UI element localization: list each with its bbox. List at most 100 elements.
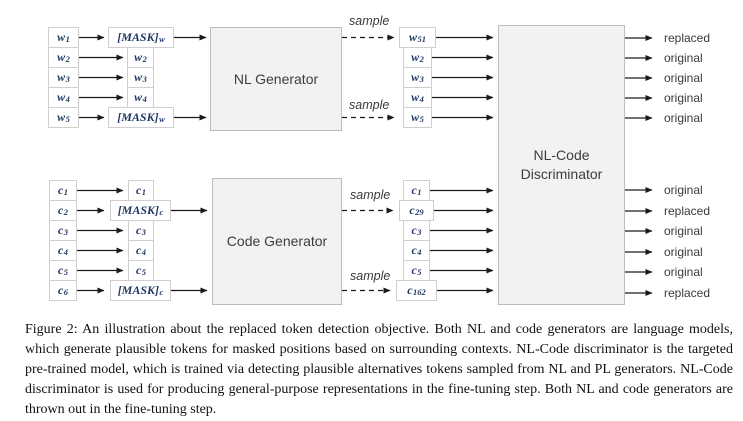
discriminator-label-line2: Discriminator <box>520 166 603 182</box>
nl-output-label: original <box>664 71 703 85</box>
token-base: c <box>57 203 64 217</box>
sample-label: sample <box>349 98 390 112</box>
token-sub: c <box>159 207 164 218</box>
token-sub: 5 <box>417 267 422 278</box>
token-sub: 2 <box>63 207 69 218</box>
token-base: [MASK] <box>117 203 160 217</box>
code-output-label: replaced <box>664 286 711 300</box>
code-mask-token: [MASK]c <box>110 280 171 301</box>
token-sub: 4 <box>419 94 424 105</box>
token-base: c <box>407 283 413 297</box>
token-sub: 29 <box>415 207 424 218</box>
code-input-arrows <box>77 187 208 294</box>
token-base: [MASK] <box>117 30 159 44</box>
token-base: w <box>411 90 420 104</box>
token-sub: w <box>159 34 165 45</box>
token-base: w <box>134 50 143 64</box>
token-base: c <box>57 263 64 277</box>
token-base: [MASK] <box>117 283 160 297</box>
token-sub: 4 <box>142 94 147 105</box>
discriminator-label-line1: NL-Code <box>533 147 590 163</box>
token-base: w <box>411 50 420 64</box>
code-output-label: original <box>664 224 703 238</box>
token-base: c <box>57 183 64 197</box>
nl-output-label: original <box>664 91 703 105</box>
token-sub: w <box>159 114 165 125</box>
token-sub: 3 <box>63 227 69 238</box>
code-generator-label: Code Generator <box>226 233 328 249</box>
token-sub: 3 <box>65 74 70 85</box>
token-base: w <box>411 70 420 84</box>
token-base: w <box>57 70 66 84</box>
token-sub: 5 <box>63 267 69 278</box>
token-sub: 5 <box>141 267 147 278</box>
nl-mask-token: [MASK]w <box>108 107 174 128</box>
token-sub: 5 <box>65 114 70 125</box>
token-base: c <box>135 243 142 257</box>
discriminator-box: NL-Code Discriminator <box>498 25 625 305</box>
sample-label: sample <box>349 14 390 28</box>
token-sub: 162 <box>413 287 426 298</box>
code-output-arrows <box>625 187 653 296</box>
token-base: c <box>411 223 417 237</box>
token-base: w <box>57 110 66 124</box>
code-output-label: original <box>664 265 703 279</box>
token-sub: 6 <box>63 287 69 298</box>
code-output-label: replaced <box>664 204 711 218</box>
code-output-label: original <box>664 183 703 197</box>
code-to-discriminator-arrows <box>430 187 494 294</box>
token-sub: 3 <box>419 74 424 85</box>
nl-generator-box: NL Generator <box>210 27 342 131</box>
token-sub: 1 <box>63 187 69 198</box>
token-base: c <box>57 283 64 297</box>
nl-to-discriminator-arrows <box>432 34 494 121</box>
token-sub: 5 <box>419 114 424 125</box>
token-base: c <box>409 203 415 217</box>
token-base: c <box>135 263 142 277</box>
nl-output-label: replaced <box>664 31 711 45</box>
token-sub: 3 <box>417 227 422 238</box>
token-sub: 4 <box>141 247 147 258</box>
code-mask-token: [MASK]c <box>110 200 171 221</box>
token-sub: 4 <box>417 247 422 258</box>
nl-input-arrows <box>79 34 207 121</box>
sample-label: sample <box>350 269 391 283</box>
token-base: w <box>57 90 66 104</box>
token-sub: 1 <box>417 187 422 198</box>
token-base: c <box>411 183 417 197</box>
token-base: w <box>57 50 66 64</box>
token-base: c <box>57 223 64 237</box>
figure-caption: Figure 2: An illustration about the repl… <box>25 322 733 417</box>
nl-output-label: original <box>664 51 703 65</box>
code-sample-arrows <box>342 207 394 294</box>
token-sub: 1 <box>141 187 147 198</box>
nl-generator-label: NL Generator <box>233 70 319 87</box>
nl-mask-token: [MASK]w <box>108 27 174 48</box>
token-sub: 1 <box>65 34 70 45</box>
token-sub: 3 <box>141 227 147 238</box>
token-base: c <box>411 263 417 277</box>
token-sub: 3 <box>142 74 147 85</box>
token-base: c <box>135 183 142 197</box>
